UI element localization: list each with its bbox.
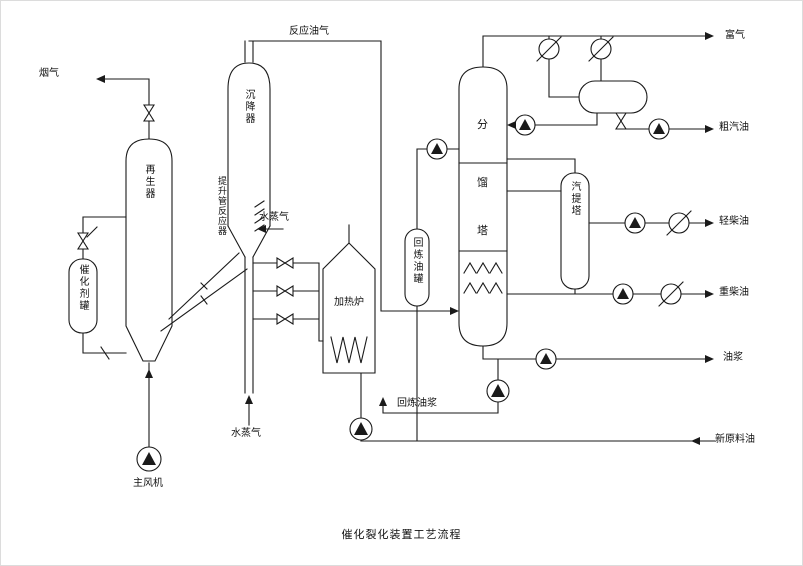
flow-arrow-icon: [705, 355, 714, 363]
label-light-diesel: 轻柴油: [719, 216, 749, 227]
heating-furnace-shape: [322, 224, 376, 442]
slurry-lines: [379, 345, 714, 414]
label-crude-gasoline: 粗汽油: [719, 122, 749, 133]
label-settler: 沉降器: [243, 89, 254, 125]
catalyst-transfer-lines: [160, 252, 248, 332]
label-recycle-oil-tank: 回炼油罐: [411, 237, 422, 285]
flow-arrow-icon: [507, 121, 516, 129]
label-fractionator-char-1: 分: [477, 118, 488, 131]
fresh-feed-line: [360, 437, 716, 445]
label-flue-gas: 烟气: [39, 68, 59, 79]
label-regenerator: 再生器: [143, 164, 154, 200]
label-fresh-feed-oil: 新原料油: [715, 434, 755, 445]
stripper-vessel: [506, 158, 590, 295]
gasoline-valve-icon: [615, 112, 627, 123]
label-fractionator-char-3: 塔: [477, 224, 488, 237]
label-reaction-oil-gas: 反应油气: [289, 26, 329, 37]
riser-reactor-pipe: [244, 200, 284, 426]
overhead-system: [482, 32, 714, 140]
flow-arrow-icon: [705, 125, 714, 133]
flow-arrow-icon: [691, 437, 700, 445]
riser-feed-valves: [252, 257, 324, 342]
label-heavy-diesel: 重柴油: [719, 287, 749, 298]
flow-arrow-icon: [245, 395, 253, 404]
feed-valve-icon: [283, 285, 294, 297]
flow-arrow-icon: [705, 290, 714, 298]
light-diesel-line: [588, 210, 714, 236]
label-steam-upper: 水蒸气: [259, 212, 289, 223]
label-recycle-slurry: 回炼油浆: [397, 398, 437, 409]
label-catalyst-tank: 催化剂罐: [77, 264, 88, 312]
flue-valve-icon: [143, 111, 155, 122]
flow-arrow-icon: [379, 397, 387, 406]
gasoline-valve-icon: [615, 119, 627, 130]
settler-vessel: [227, 40, 459, 315]
regenerator-vessel: [125, 138, 173, 362]
feed-valve-icon: [276, 313, 287, 325]
label-fractionator-char-2: 馏: [477, 176, 488, 189]
label-riser-reactor: 提升管反应器: [216, 176, 226, 236]
feed-valve-icon: [276, 285, 287, 297]
flue-valve-icon: [143, 104, 155, 115]
catalyst-valve-icon: [77, 239, 89, 250]
recycle-oil-tank-vessel: [404, 138, 460, 442]
label-oil-slurry: 油浆: [723, 352, 743, 363]
feed-valve-icon: [276, 257, 287, 269]
heavy-diesel-line: [506, 281, 714, 307]
slide-valve-icon: [200, 282, 208, 305]
label-stripper: 汽提塔: [569, 181, 580, 217]
label-steam-lower: 水蒸气: [231, 428, 261, 439]
feed-valve-icon: [283, 257, 294, 269]
fractionator-vessel: [458, 66, 508, 347]
main-blower: [136, 362, 162, 472]
label-rich-gas: 富气: [725, 30, 745, 41]
flow-arrow-icon: [257, 225, 266, 233]
catalyst-valve-icon: [77, 232, 89, 243]
furnace-coil: [330, 336, 368, 364]
catalyst-tank-vessel: [68, 216, 127, 360]
diagram-title: 催化裂化装置工艺流程: [341, 528, 462, 541]
flow-arrow-icon: [705, 32, 714, 40]
flue-gas-line: [96, 75, 155, 140]
flow-arrow-icon: [96, 75, 105, 83]
flow-arrow-icon: [705, 219, 714, 227]
feed-valve-icon: [283, 313, 294, 325]
flow-arrow-icon: [450, 307, 459, 315]
flow-arrow-icon: [145, 369, 153, 378]
accumulator-drum-vessel: [578, 80, 648, 114]
label-main-blower: 主风机: [133, 478, 163, 489]
label-heating-furnace: 加热炉: [334, 297, 364, 308]
